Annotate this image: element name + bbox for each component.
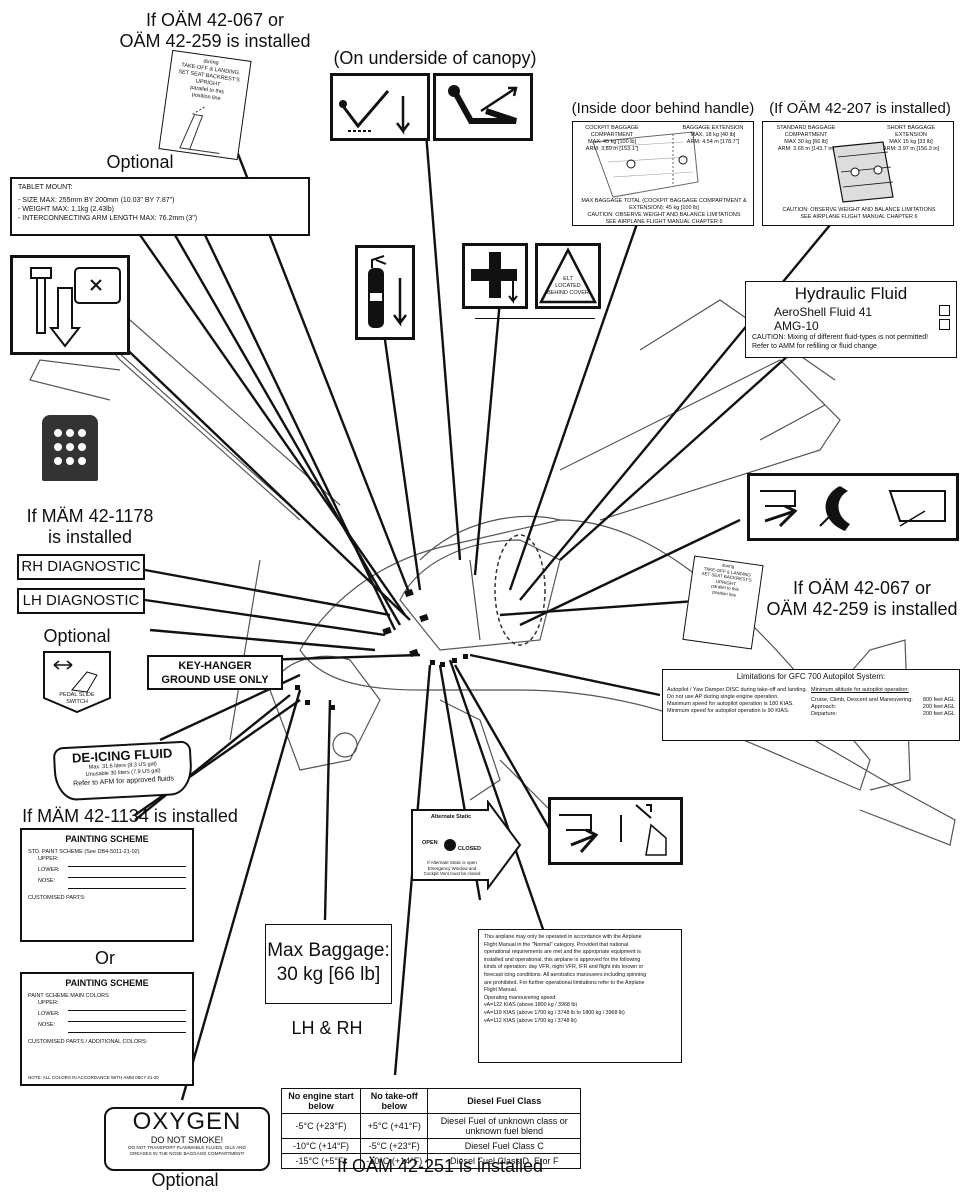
pedal-slide-icon xyxy=(43,651,111,714)
caption-oam067-top: If OÄM 42-067 or OÄM 42-259 is installed xyxy=(119,10,311,51)
seat-backrest-placard-right: during TAKE-OFF & LANDING SET SEAT BACKR… xyxy=(682,555,764,650)
lh-diagnostic-label: LH DIAGNOSTIC xyxy=(17,588,145,614)
seat-backrest-placard-top: during TAKE-OFF & LANDING SET SEAT BACKR… xyxy=(158,49,252,161)
caption-optional-oxygen: Optional xyxy=(151,1170,219,1190)
tablet-mount-placard: TABLET MOUNT: - SIZE MAX: 255mm BY 200mm… xyxy=(10,177,310,236)
pedal-slide-placard: PEDAL SLIDE SWITCH xyxy=(42,650,112,714)
left-wing xyxy=(94,298,341,521)
fire-extinguisher-icon xyxy=(368,255,407,328)
hydraulic-fluid-placard: Hydraulic Fluid AeroShell Fluid 41 AMG-1… xyxy=(745,281,957,358)
painting-scheme-placard-1: PAINTING SCHEME STD. PAINT SCHEME (See D… xyxy=(20,828,194,942)
col-no-takeoff: No take-off below xyxy=(360,1088,429,1114)
divider-line xyxy=(475,318,595,319)
canopy-lever-icon xyxy=(448,85,518,124)
operations-limitations-placard: This airplane may only be operated in ac… xyxy=(478,929,682,1063)
canopy xyxy=(399,539,561,651)
caption-lh-rh: LH & RH xyxy=(291,1018,363,1038)
emergency-window-placard xyxy=(548,797,683,865)
baggage-207-placard: STANDARD BAGGAGE COMPARTMENT MAX 30 kg [… xyxy=(762,121,954,226)
emergency-hammer-placard xyxy=(10,255,130,355)
caption-oam251: If OÄM 42-251 is installed xyxy=(336,1156,544,1176)
rh-diagnostic-label: RH DIAGNOSTIC xyxy=(17,554,145,580)
checkbox-aeroshell xyxy=(939,305,950,316)
col-no-engine-start: No engine start below xyxy=(280,1088,362,1114)
caption-optional-pedal: Optional xyxy=(43,626,111,646)
baggage-compartment-icon xyxy=(592,131,699,198)
fire-extinguisher-placard xyxy=(355,245,415,340)
alternate-static-placard: Alternate Static OPEN CLOSED If Alternat… xyxy=(410,800,522,890)
canopy-handle-icon xyxy=(339,90,410,135)
elt-warning-icon xyxy=(538,247,598,304)
baggage-limits-placard: COCKPIT BAGGAGE COMPARTMENT MAX. 45 kg [… xyxy=(572,121,754,226)
hammer-icon xyxy=(30,267,121,348)
deicing-fluid-placard: DE-ICING FLUID Max. 31.6 liters (8.3 US … xyxy=(52,740,194,802)
alternate-static-arrow xyxy=(411,800,522,890)
caption-oam207: (If OÄM 42-207 is installed) xyxy=(769,100,951,117)
table-row: -10°C (+14°F) -5°C (+23°F) Diesel Fuel C… xyxy=(280,1138,581,1154)
right-wing xyxy=(559,359,841,521)
caption-inside-door: (Inside door behind handle) xyxy=(571,100,755,117)
first-aid-icon xyxy=(471,252,518,304)
caption-or: Or xyxy=(95,948,115,968)
caption-mam1178: If MÄM 42-1178 is installed xyxy=(26,506,154,547)
door-handle-placard xyxy=(747,473,959,541)
hydraulic-title: Hydraulic Fluid xyxy=(794,284,908,303)
canopy-close-placard xyxy=(433,73,533,141)
seat-icon xyxy=(179,105,220,154)
caption-canopy: (On underside of canopy) xyxy=(333,48,537,68)
caption-optional-tablet: Optional xyxy=(106,152,174,172)
caption-oam067-right: If OÄM 42-067 or OÄM 42-259 is installed xyxy=(766,578,958,619)
door-handle-icon xyxy=(760,486,946,531)
first-aid-placard xyxy=(462,243,528,309)
painting-scheme-placard-2: PAINTING SCHEME PAINT SCHEME MAIN COLORS… xyxy=(20,972,194,1086)
autopilot-limitations-placard: Limitations for GFC 700 Autopilot System… xyxy=(662,669,960,741)
nose-wheel xyxy=(332,732,358,758)
pedal-grid-icon xyxy=(54,429,86,465)
key-hanger-label: KEY-HANGER GROUND USE ONLY xyxy=(147,655,283,690)
baggage-207-icon xyxy=(832,141,894,203)
canopy-open-placard xyxy=(330,73,430,141)
max-baggage-placard: Max Baggage: 30 kg [66 lb] xyxy=(265,924,392,1004)
table-row: -15°C (+5°F) -10°C (+14°F) Diesel Fuel C… xyxy=(280,1153,581,1169)
checkbox-amg10 xyxy=(939,319,950,330)
oxygen-placard: OXYGEN DO NOT SMOKE! DO NOT TRANSPORT FL… xyxy=(104,1107,270,1171)
diesel-fuel-table: No engine start below No take-off below … xyxy=(280,1088,581,1169)
emergency-window-icon xyxy=(559,804,667,856)
table-row: -5°C (+23°F) +5°C (+41°F) Diesel Fuel of… xyxy=(280,1113,581,1139)
rudder-pedal-placard xyxy=(42,415,98,481)
caption-mam1134: If MÄM 42-1134 is installed xyxy=(22,806,238,826)
elt-placard: ELT LOCATED BEHIND COVER xyxy=(535,243,601,309)
right-nacelle xyxy=(439,699,501,801)
col-fuel-class: Diesel Fuel Class xyxy=(427,1088,581,1114)
